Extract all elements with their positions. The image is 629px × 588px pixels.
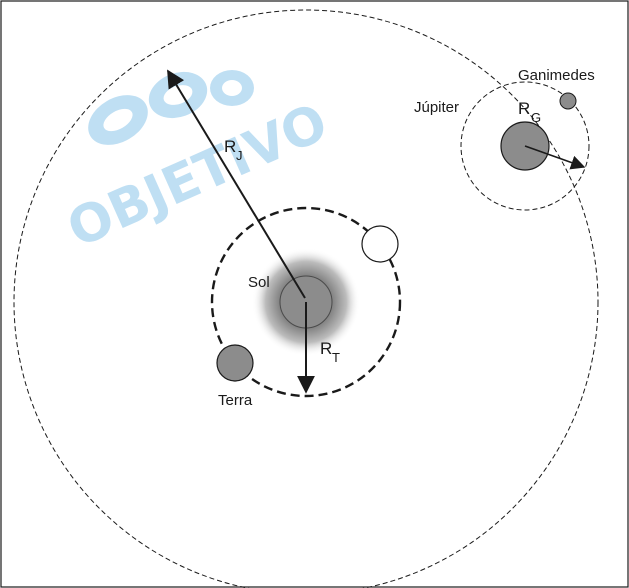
label-rj-sub: J <box>236 148 243 163</box>
jupiter-orbit <box>13 9 599 588</box>
label-sun: Sol <box>248 274 270 291</box>
label-earth: Terra <box>218 392 253 409</box>
label-rg-main: R <box>518 99 530 118</box>
rj-arrow <box>167 69 306 299</box>
label-rt-sub: T <box>332 350 340 365</box>
watermark-logo: OBJETIVO <box>59 70 336 260</box>
label-jupiter: Júpiter <box>414 99 459 116</box>
rg-arrow <box>524 145 586 170</box>
label-rj: R J <box>224 137 243 163</box>
earth <box>216 344 254 382</box>
watermark-emblem-icon <box>88 70 254 145</box>
label-rg: R G <box>518 99 541 125</box>
label-rj-main: R <box>224 137 236 156</box>
label-ganymede: Ganimedes <box>518 67 595 84</box>
ganymede <box>559 92 577 110</box>
label-rg-sub: G <box>531 110 541 125</box>
label-rt-main: R <box>320 339 332 358</box>
label-rt: R T <box>320 339 340 365</box>
earth-empty-position <box>361 225 399 263</box>
ganymede-orbit <box>460 81 590 211</box>
earth-orbit <box>210 206 402 398</box>
